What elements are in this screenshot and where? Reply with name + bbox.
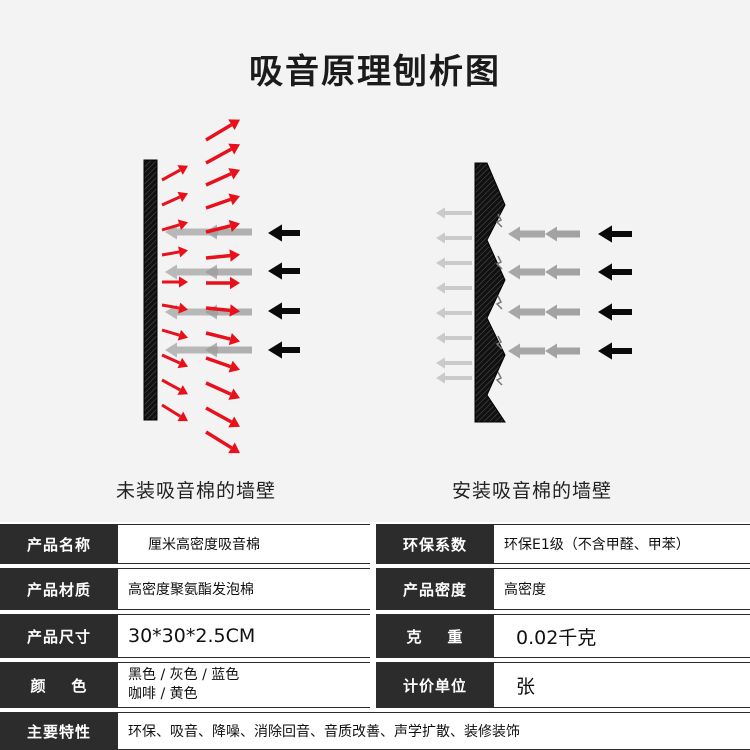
spec-label: 克 重 [376, 614, 494, 658]
absorption-mark [495, 371, 503, 386]
reflected-arrow [205, 381, 240, 400]
incoming-arrows-right [598, 225, 632, 360]
reflected-arrow [161, 403, 188, 422]
reflected-arrow [161, 302, 188, 314]
faded-arrow [545, 304, 580, 320]
absorption-mark [495, 255, 503, 270]
reflected-arrow [205, 304, 240, 317]
spec-value: 环保、吸音、降噪、消除回音、音质改善、声学扩散、装修装饰 [118, 712, 750, 750]
faint-arrow [436, 357, 472, 369]
reflected-arrow [161, 378, 188, 395]
faint-arrow [436, 207, 472, 219]
faint-arrow [436, 257, 472, 269]
reflected-arrow [205, 430, 240, 454]
incoming-arrows-left [268, 224, 300, 359]
bare-wall [143, 159, 158, 421]
faded-arrow [545, 343, 580, 359]
color-options-line-1: 黑色 / 灰色 / 蓝色 [128, 667, 240, 683]
faded-arrow [508, 343, 545, 359]
reflected-arrow [206, 276, 240, 290]
reflected-arrow [205, 193, 240, 210]
spec-value: 高密度 [494, 568, 750, 610]
reflected-arrow [161, 219, 188, 232]
spec-value: 厘米高密度吸音棉 [118, 524, 370, 564]
spec-value: 高密度聚氨酯发泡棉 [118, 568, 370, 610]
spec-label: 环保系数 [376, 524, 494, 564]
spec-table: 产品名称 厘米高密度吸音棉 环保系数 环保E1级（不含甲醛、甲苯） 产品材质 高… [0, 522, 750, 750]
reflected-arrow [161, 353, 188, 369]
reflected-arrow [161, 165, 188, 182]
reflected-arrow [205, 249, 240, 262]
faint-arrow [436, 372, 472, 384]
reflected-arrow [162, 276, 188, 288]
incoming-arrow [268, 224, 300, 242]
incoming-arrow [598, 225, 632, 243]
spec-label: 计价单位 [376, 662, 494, 708]
spec-row: 颜 色 黑色 / 灰色 / 蓝色 咖啡 / 黄色 计价单位 张 [0, 662, 750, 708]
absorption-mark [495, 213, 503, 228]
spec-label: 产品材质 [0, 568, 118, 610]
right-caption: 安装吸音棉的墙壁 [452, 480, 613, 502]
reflected-arrow [205, 143, 240, 165]
absorbed-sound-marks [495, 213, 503, 386]
reflected-arrow [205, 219, 240, 234]
spec-label: 产品尺寸 [0, 614, 118, 658]
transmitted-arrows-faint [436, 207, 472, 384]
faded-arrow [205, 264, 252, 280]
reflected-arrow [205, 168, 240, 187]
faded-arrow [545, 226, 580, 242]
spec-row: 产品尺寸 30*30*2.5CM 克 重 0.02千克 [0, 614, 750, 658]
diagram-panel: 吸音原理刨析图 未装吸音棉的墙壁 安装吸音棉的墙壁 [0, 0, 750, 522]
spec-row: 产品材质 高密度聚氨酯发泡棉 产品密度 高密度 [0, 568, 750, 610]
spec-label: 产品名称 [0, 524, 118, 564]
spec-value: 张 [494, 662, 750, 708]
spec-label: 主要特性 [0, 712, 118, 750]
faint-arrow [436, 332, 472, 344]
faint-arrow [436, 232, 472, 244]
faint-arrow [436, 282, 472, 294]
incoming-arrow [268, 302, 300, 320]
spec-label: 颜 色 [0, 662, 118, 708]
diagram-title: 吸音原理刨析图 [249, 52, 501, 92]
incoming-arrow [268, 262, 300, 280]
incoming-arrows-faded-left [165, 224, 252, 358]
left-caption: 未装吸音棉的墙壁 [116, 480, 277, 502]
reflected-arrow [205, 331, 240, 346]
absorption-mark [495, 335, 503, 350]
faint-arrow [436, 307, 472, 319]
incoming-arrow [598, 263, 632, 281]
faded-arrow [508, 304, 545, 320]
reflected-arrow [205, 356, 240, 373]
reflected-arrows [161, 119, 240, 454]
spec-value: 环保E1级（不含甲醛、甲苯） [494, 524, 750, 564]
faded-arrow [508, 226, 545, 242]
reflected-arrow [205, 119, 240, 142]
spec-value: 0.02千克 [494, 614, 750, 658]
absorption-mark [495, 295, 503, 310]
reflected-arrow [161, 328, 188, 341]
spec-label: 产品密度 [376, 568, 494, 610]
incoming-arrow [598, 303, 632, 321]
reflected-arrow [205, 406, 240, 428]
color-options-line-2: 咖啡 / 黄色 [128, 686, 198, 702]
spec-row: 产品名称 厘米高密度吸音棉 环保系数 环保E1级（不含甲醛、甲苯） [0, 524, 750, 564]
incoming-arrow [598, 342, 632, 360]
reflected-arrow [161, 191, 188, 207]
incoming-arrow [268, 341, 300, 359]
spec-value: 30*30*2.5CM [118, 614, 370, 658]
sound-absorption-diagram [143, 119, 632, 454]
incoming-arrows-faded-right [508, 226, 580, 359]
reflected-arrow [161, 246, 188, 258]
foam-wall [474, 162, 506, 423]
spec-row: 主要特性 环保、吸音、降噪、消除回音、音质改善、声学扩散、装修装饰 [0, 712, 750, 750]
faded-arrow [508, 264, 545, 280]
faded-arrow [205, 342, 252, 358]
faded-arrow [545, 264, 580, 280]
spec-value: 黑色 / 灰色 / 蓝色 咖啡 / 黄色 [118, 662, 370, 708]
